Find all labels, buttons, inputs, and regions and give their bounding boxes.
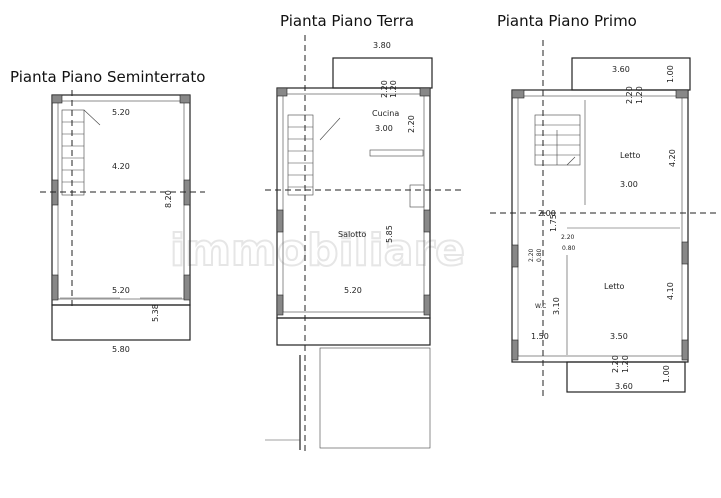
dimension-label: 3.80 <box>373 41 391 50</box>
plan-title: Pianta Piano Primo <box>497 12 637 30</box>
watermark-logo: immobiliare <box>170 225 465 276</box>
room-label: Cucina <box>372 109 399 118</box>
dimension-label: 5.80 <box>112 345 130 354</box>
dimension-label: 0.80 <box>536 248 543 262</box>
dimension-label: 1.75 <box>549 214 558 232</box>
dimension-label: 1.20 <box>621 355 630 373</box>
dimension-label: 5.20 <box>112 108 130 117</box>
room-label: Letto <box>604 282 625 291</box>
dimension-label: 1.20 <box>635 86 644 104</box>
room-label: W.C <box>535 303 546 310</box>
staircase <box>287 114 341 196</box>
dimension-label: 2.20 <box>380 80 389 98</box>
garden <box>319 347 431 449</box>
plan-terra: Pianta Piano Terra 3.80 2.20 1.20 Cucina… <box>265 12 465 452</box>
dimension-label: 2.20 <box>611 355 620 373</box>
dimension-label: 5.20 <box>344 286 362 295</box>
dimension-label: 2.20 <box>561 234 575 241</box>
staircase <box>534 114 581 166</box>
dimension-label: 3.60 <box>615 382 633 391</box>
dimension-label: 4.10 <box>666 282 675 300</box>
dimension-label: 2.00 <box>538 209 556 218</box>
staircase <box>61 109 101 196</box>
dimension-label: 5.38 <box>151 304 160 322</box>
dimension-label: 2.20 <box>625 86 634 104</box>
outer-wall <box>511 89 689 363</box>
dimension-label: 4.20 <box>112 162 130 171</box>
dimension-label: 8.20 <box>164 190 173 208</box>
dimension-label: 5.85 <box>385 225 394 243</box>
dimension-label: 3.10 <box>552 297 561 315</box>
dimension-label: 1.20 <box>389 80 398 98</box>
room-label: Letto <box>620 151 641 160</box>
dimension-label: 2.20 <box>528 248 535 262</box>
dimension-label: 1.00 <box>666 65 675 83</box>
dimension-label: 3.50 <box>610 332 628 341</box>
balcony-bottom <box>566 361 686 393</box>
dimension-label: 3.00 <box>375 124 393 133</box>
dimension-label: 0.80 <box>562 245 576 252</box>
dimension-label: 3.60 <box>612 65 630 74</box>
room-label: Salotto <box>338 230 366 239</box>
balcony <box>51 304 191 341</box>
dimension-label: 5.20 <box>112 286 130 295</box>
dimension-label: 4.20 <box>668 149 677 167</box>
plan-title: Pianta Piano Terra <box>280 12 414 30</box>
dimension-label: 2.20 <box>407 115 416 133</box>
dimension-label: 1.00 <box>662 365 671 383</box>
dimension-label: 3.00 <box>620 180 638 189</box>
plan-seminterrato: Pianta Piano Seminterrato 5.20 4.20 8.20… <box>10 68 205 354</box>
plan-primo: Pianta Piano Primo 3.60 1.00 2.20 1.20 L… <box>490 12 720 400</box>
plan-title: Pianta Piano Seminterrato <box>10 68 205 86</box>
dimension-label: 1.50 <box>531 332 549 341</box>
